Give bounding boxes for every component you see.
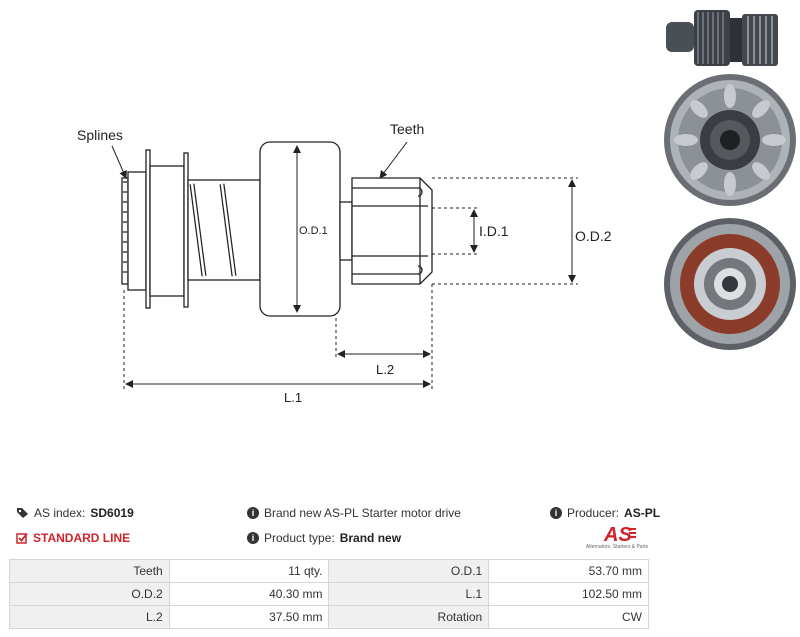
splines-label: Splines: [77, 127, 123, 143]
spec-label: O.D.1: [328, 559, 490, 583]
spec-value: 102.50 mm: [488, 582, 649, 606]
technical-drawing: Splines Teeth O.D.1 I.D.1 O.D.2 L.2 L.1: [77, 121, 612, 405]
product-type-label: Product type:: [264, 531, 335, 545]
splines-leader: [111, 145, 127, 179]
table-row: O.D.2 40.30 mm L.1 102.50 mm: [9, 582, 649, 606]
od1-label: O.D.1: [299, 225, 328, 237]
product-photo-rear-end: [664, 218, 796, 350]
svg-text:AS: AS: [603, 524, 632, 545]
table-row: L.2 37.50 mm Rotation CW: [9, 605, 649, 629]
od2-label: O.D.2: [575, 228, 612, 244]
spec-value: 53.70 mm: [488, 559, 649, 583]
checkbox-check-icon: [16, 532, 28, 544]
spec-label: L.2: [9, 605, 170, 629]
info-icon: i: [247, 507, 259, 519]
id1-label: I.D.1: [479, 223, 509, 239]
product-info: AS index: SD6019 i Brand new AS-PL Start…: [0, 498, 800, 558]
l2-label: L.2: [376, 362, 394, 377]
product-photos: [664, 10, 796, 350]
as-pl-logo: AS Alternators, Starters & Parts: [584, 523, 650, 553]
product-photo-pinion-end: [664, 74, 796, 206]
product-photo-side: [666, 10, 778, 66]
producer: i Producer: AS-PL: [550, 506, 660, 520]
producer-value: AS-PL: [624, 506, 661, 520]
table-row: Teeth 11 qty. O.D.1 53.70 mm: [9, 559, 649, 583]
spec-value: 40.30 mm: [168, 582, 330, 606]
teeth-leader: [379, 141, 408, 179]
spec-label: Teeth: [9, 559, 170, 583]
producer-label: Producer:: [567, 506, 620, 520]
as-logo-mark: AS: [603, 524, 636, 546]
shaft: [339, 201, 353, 261]
standard-line: STANDARD LINE: [16, 531, 130, 545]
spec-value: 11 qty.: [168, 559, 330, 583]
logo-subtext: Alternators, Starters & Parts: [585, 544, 649, 550]
as-index-label: AS index:: [34, 506, 86, 520]
as-index: AS index: SD6019: [16, 506, 134, 520]
splines-end: [121, 149, 189, 309]
spec-label: L.1: [328, 582, 490, 606]
spec-label: O.D.2: [9, 582, 170, 606]
info-icon: i: [550, 507, 562, 519]
product-type: i Product type: Brand new: [247, 531, 401, 545]
standard-line-text: STANDARD LINE: [33, 531, 131, 545]
info-icon: i: [247, 532, 259, 544]
spec-value: 37.50 mm: [168, 605, 330, 629]
spring: [187, 179, 261, 281]
as-index-value: SD6019: [90, 506, 134, 520]
specs-table: Teeth 11 qty. O.D.1 53.70 mm O.D.2 40.30…: [9, 559, 649, 629]
pinion-gear: [351, 177, 433, 285]
product-type-value: Brand new: [339, 531, 402, 545]
description-text: Brand new AS-PL Starter motor drive: [264, 506, 461, 520]
l1-label: L.1: [284, 390, 302, 405]
description: i Brand new AS-PL Starter motor drive: [247, 506, 461, 520]
teeth-label: Teeth: [390, 121, 424, 137]
spec-value: CW: [488, 605, 649, 629]
spec-label: Rotation: [328, 605, 490, 629]
tag-icon: [17, 508, 28, 518]
